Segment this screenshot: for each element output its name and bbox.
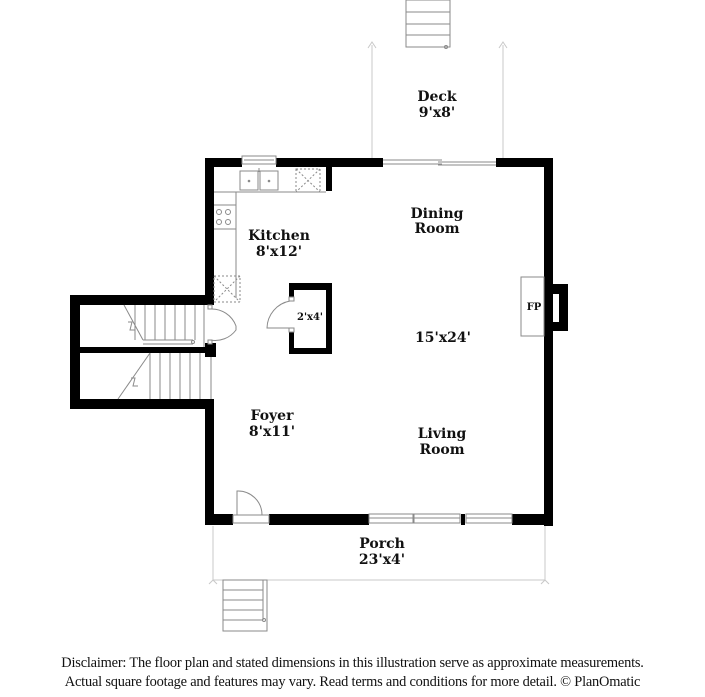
deck-stairs xyxy=(405,0,451,49)
fireplace-label: FP xyxy=(527,302,542,313)
porch-stairs xyxy=(222,579,268,632)
kitchen-window xyxy=(241,155,277,165)
deck-size: 9'x8' xyxy=(419,105,455,121)
deck-outline xyxy=(367,41,508,160)
porch-outline xyxy=(208,526,550,585)
foyer-name: Foyer xyxy=(251,408,295,424)
foyer-size: 8'x11' xyxy=(249,424,295,440)
deck-name: Deck xyxy=(417,89,457,105)
dining-room-name-line1: Dining xyxy=(411,206,464,222)
porch-name: Porch xyxy=(359,536,405,552)
kitchen-name: Kitchen xyxy=(248,228,310,244)
kitchen-size: 8'x12' xyxy=(256,244,302,260)
interior-stairs xyxy=(117,304,212,400)
walls xyxy=(70,158,568,526)
closet-size: 2'x4' xyxy=(297,312,323,323)
sliding-door xyxy=(383,159,496,166)
floor-plan: Deck 9'x8' Kitchen 8'x12' Dining Room 2'… xyxy=(70,0,568,632)
disclaimer-line-2: Actual square footage and features may v… xyxy=(64,674,641,690)
disclaimer-line-1: Disclaimer: The floor plan and stated di… xyxy=(61,655,644,671)
living-room-name-line1: Living xyxy=(418,426,467,442)
living-room-name-line2: Room xyxy=(419,442,464,458)
kitchen-fixtures xyxy=(213,168,326,303)
fireplace xyxy=(520,276,545,337)
porch-size: 23'x4' xyxy=(359,552,405,568)
doors xyxy=(207,296,295,524)
front-windows xyxy=(368,513,513,524)
dining-room-name-line2: Room xyxy=(414,221,459,237)
disclaimer: Disclaimer: The floor plan and stated di… xyxy=(0,654,705,692)
main-room-size: 15'x24' xyxy=(415,330,471,346)
